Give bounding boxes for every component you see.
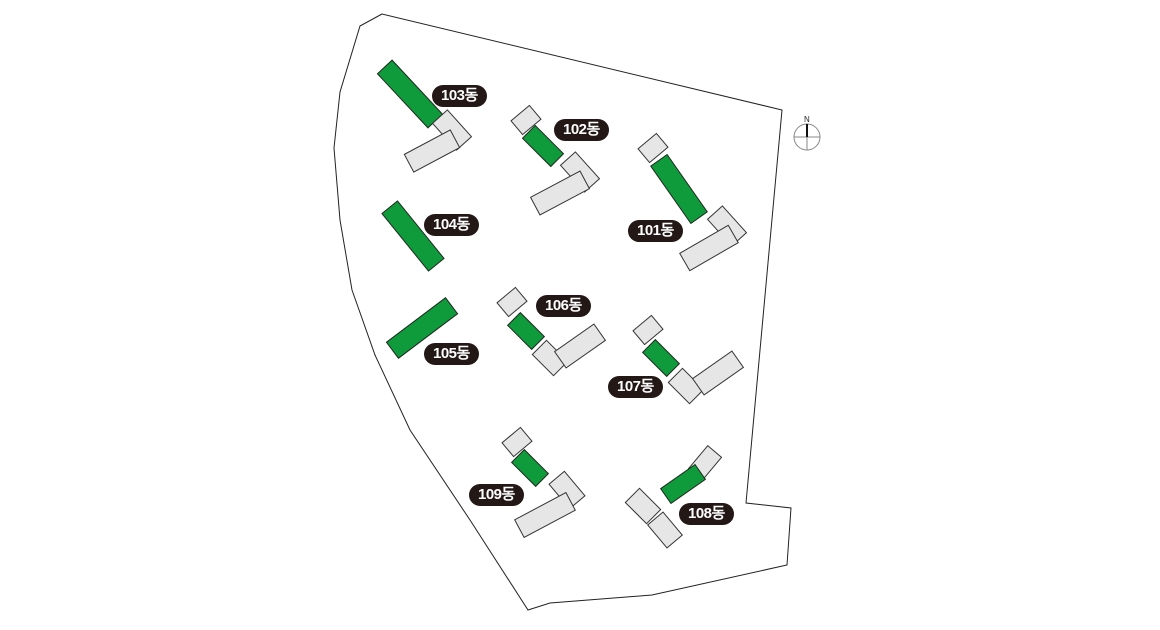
label-108[interactable]: 108동 xyxy=(679,503,734,525)
north-compass-icon xyxy=(793,123,821,151)
building-104[interactable] xyxy=(381,200,445,272)
label-106[interactable]: 106동 xyxy=(536,295,591,317)
label-107[interactable]: 107동 xyxy=(608,376,663,398)
building-108[interactable] xyxy=(624,445,723,549)
building-101[interactable] xyxy=(637,132,748,272)
building-102[interactable] xyxy=(510,104,601,216)
building-107[interactable] xyxy=(632,314,745,405)
label-105[interactable]: 105동 xyxy=(424,343,479,365)
label-109[interactable]: 109동 xyxy=(469,484,524,506)
label-103[interactable]: 103동 xyxy=(432,85,487,107)
building-109[interactable] xyxy=(501,426,586,539)
north-label: N xyxy=(804,115,810,124)
building-105[interactable] xyxy=(385,297,459,359)
site-boundary xyxy=(333,13,792,611)
label-101[interactable]: 101동 xyxy=(628,220,683,242)
label-102[interactable]: 102동 xyxy=(554,119,609,141)
building-103[interactable] xyxy=(376,59,473,173)
building-106[interactable] xyxy=(496,286,607,377)
label-104[interactable]: 104동 xyxy=(424,214,479,236)
